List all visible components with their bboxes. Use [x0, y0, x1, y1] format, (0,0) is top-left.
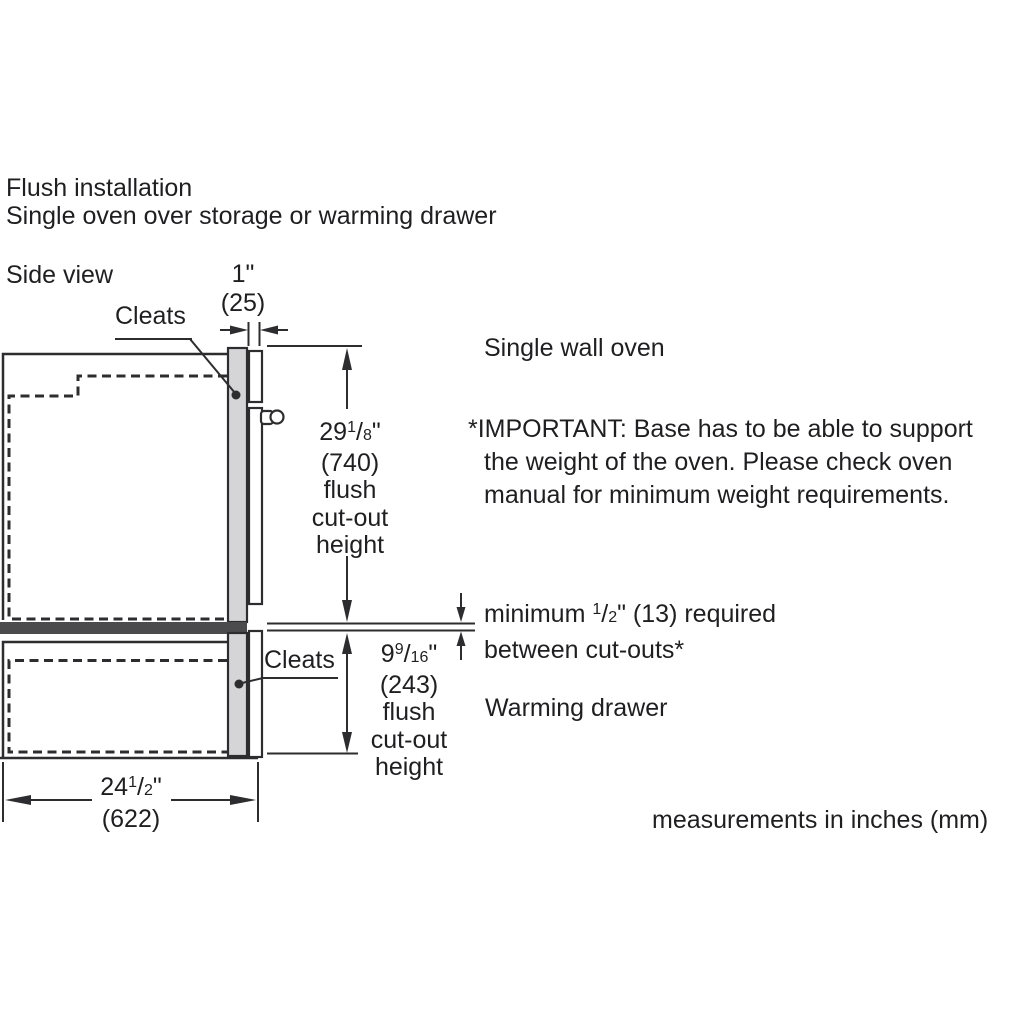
support-base-bar: [0, 622, 247, 634]
dim-min-gap-arrows: [456, 593, 466, 660]
oven-cabinet-outline: [1, 352, 228, 620]
min-gap-numerator: 1: [592, 601, 602, 618]
fraction-slash: /: [403, 640, 411, 668]
dim-numerator: 1: [128, 774, 137, 791]
dim-drawer-label-3: height: [374, 753, 444, 781]
dim-oven-value: 291/8": [312, 414, 388, 450]
dim-oven-mm: (740): [320, 448, 380, 477]
dim-cleat-mm: (25): [220, 288, 266, 317]
dim-drawer-cutout-arrows: [267, 633, 358, 755]
dim-depth-text: 241/2" (622): [100, 769, 161, 833]
side-view-label: Side view: [6, 261, 113, 289]
dim-drawer-label-2: cut-out: [370, 725, 448, 754]
min-gap-line-1: minimum 1/2" (13) required: [484, 593, 776, 634]
dim-drawer-label-1: flush: [382, 698, 436, 726]
dim-depth-mm: (622): [101, 805, 161, 833]
min-gap-note: minimum 1/2" (13) required between cut-o…: [484, 593, 776, 667]
dim-numerator: 1: [347, 419, 356, 436]
arrow-head-up-icon: [456, 631, 466, 646]
dim-numerator: 9: [394, 641, 404, 658]
dim-unit: ": [371, 418, 381, 446]
dim-cleat-inches: 1": [231, 260, 255, 288]
oven-cabinet: [0, 346, 285, 634]
min-gap-reference-lines: [267, 622, 475, 632]
cleats-leader-top: [115, 338, 241, 400]
arrow-head-right-icon: [230, 325, 248, 335]
page-title: Flush installation Single oven over stor…: [6, 174, 497, 230]
dim-denominator: 8: [362, 427, 372, 444]
dim-whole: 29: [319, 418, 348, 446]
important-note-line-2: the weight of the oven. Please check ove…: [484, 448, 953, 476]
drawer-cabinet-outline: [1, 640, 228, 757]
dim-oven-label-1: flush: [323, 476, 377, 504]
important-note: *IMPORTANT: Base has to be able to suppo…: [468, 413, 973, 512]
dim-drawer-mm: (243): [379, 670, 439, 699]
dim-oven-cutout-arrows: [267, 345, 362, 622]
drawer-front-panel: [247, 629, 264, 759]
oven-trim-panel: [247, 349, 264, 404]
drawer-cabinet: [0, 629, 264, 760]
arrow-head-down-icon: [342, 732, 352, 753]
single-wall-oven-label: Single wall oven: [484, 334, 665, 362]
important-note-line-3: manual for minimum weight requirements.: [484, 481, 950, 509]
cleats-label-top: Cleats: [115, 302, 186, 330]
leader-dot-icon: [231, 390, 241, 400]
dim-whole: 24: [100, 773, 129, 801]
units-footnote: measurements in inches (mm): [652, 806, 989, 834]
arrow-head-up-icon: [342, 633, 352, 654]
dim-drawer-cutout-text: 99/16" (243) flush cut-out height: [371, 636, 447, 782]
drawer-cutout-dashed-outline: [7, 659, 227, 754]
dim-depth-value: 241/2": [100, 769, 161, 805]
min-gap-line-2: between cut-outs*: [484, 636, 685, 664]
cleats-leader-bottom: [234, 677, 338, 689]
leader-dot-icon: [234, 679, 244, 689]
dim-drawer-value: 99/16": [371, 636, 447, 672]
dim-cleat-width-text: 1" (25): [221, 260, 265, 317]
min-gap-prefix: minimum: [484, 600, 593, 628]
oven-cutout-dashed-outline: [7, 374, 227, 621]
title-line-1: Flush installation: [6, 174, 193, 202]
arrow-head-down-icon: [342, 600, 352, 622]
oven-door-panel: [247, 406, 264, 606]
drawer-cleat-bar: [226, 631, 249, 758]
dim-cleat-width-arrows: [220, 322, 288, 346]
dim-oven-cutout-text: 291/8" (740) flush cut-out height: [312, 414, 388, 560]
cleats-label-bottom: Cleats: [264, 646, 335, 674]
dim-unit: ": [428, 640, 438, 668]
leader-diagonal: [189, 338, 236, 394]
leader-diagonal: [241, 677, 264, 684]
fraction-slash: /: [601, 600, 609, 628]
important-note-line-1: *IMPORTANT: Base has to be able to suppo…: [468, 415, 973, 443]
warming-drawer-label: Warming drawer: [485, 694, 668, 722]
dim-unit: ": [152, 773, 162, 801]
arrow-head-right-icon: [230, 795, 256, 805]
fraction-slash: /: [355, 418, 363, 446]
fraction-slash: /: [136, 773, 144, 801]
arrow-head-left-icon: [260, 325, 278, 335]
dim-depth-arrows: [2, 762, 259, 822]
arrow-head-left-icon: [5, 795, 31, 805]
min-gap-suffix: " (13) required: [617, 600, 777, 628]
dim-oven-label-2: cut-out: [311, 503, 389, 532]
dim-whole: 9: [380, 640, 395, 668]
dim-oven-label-3: height: [315, 531, 385, 559]
dim-denominator: 2: [143, 782, 153, 799]
min-gap-denominator: 2: [608, 609, 618, 626]
oven-door-handle-knob: [269, 409, 285, 425]
title-line-2: Single oven over storage or warming draw…: [6, 202, 497, 230]
arrow-head-up-icon: [342, 348, 352, 370]
dim-denominator: 16: [410, 649, 429, 666]
arrow-head-down-icon: [456, 607, 466, 622]
